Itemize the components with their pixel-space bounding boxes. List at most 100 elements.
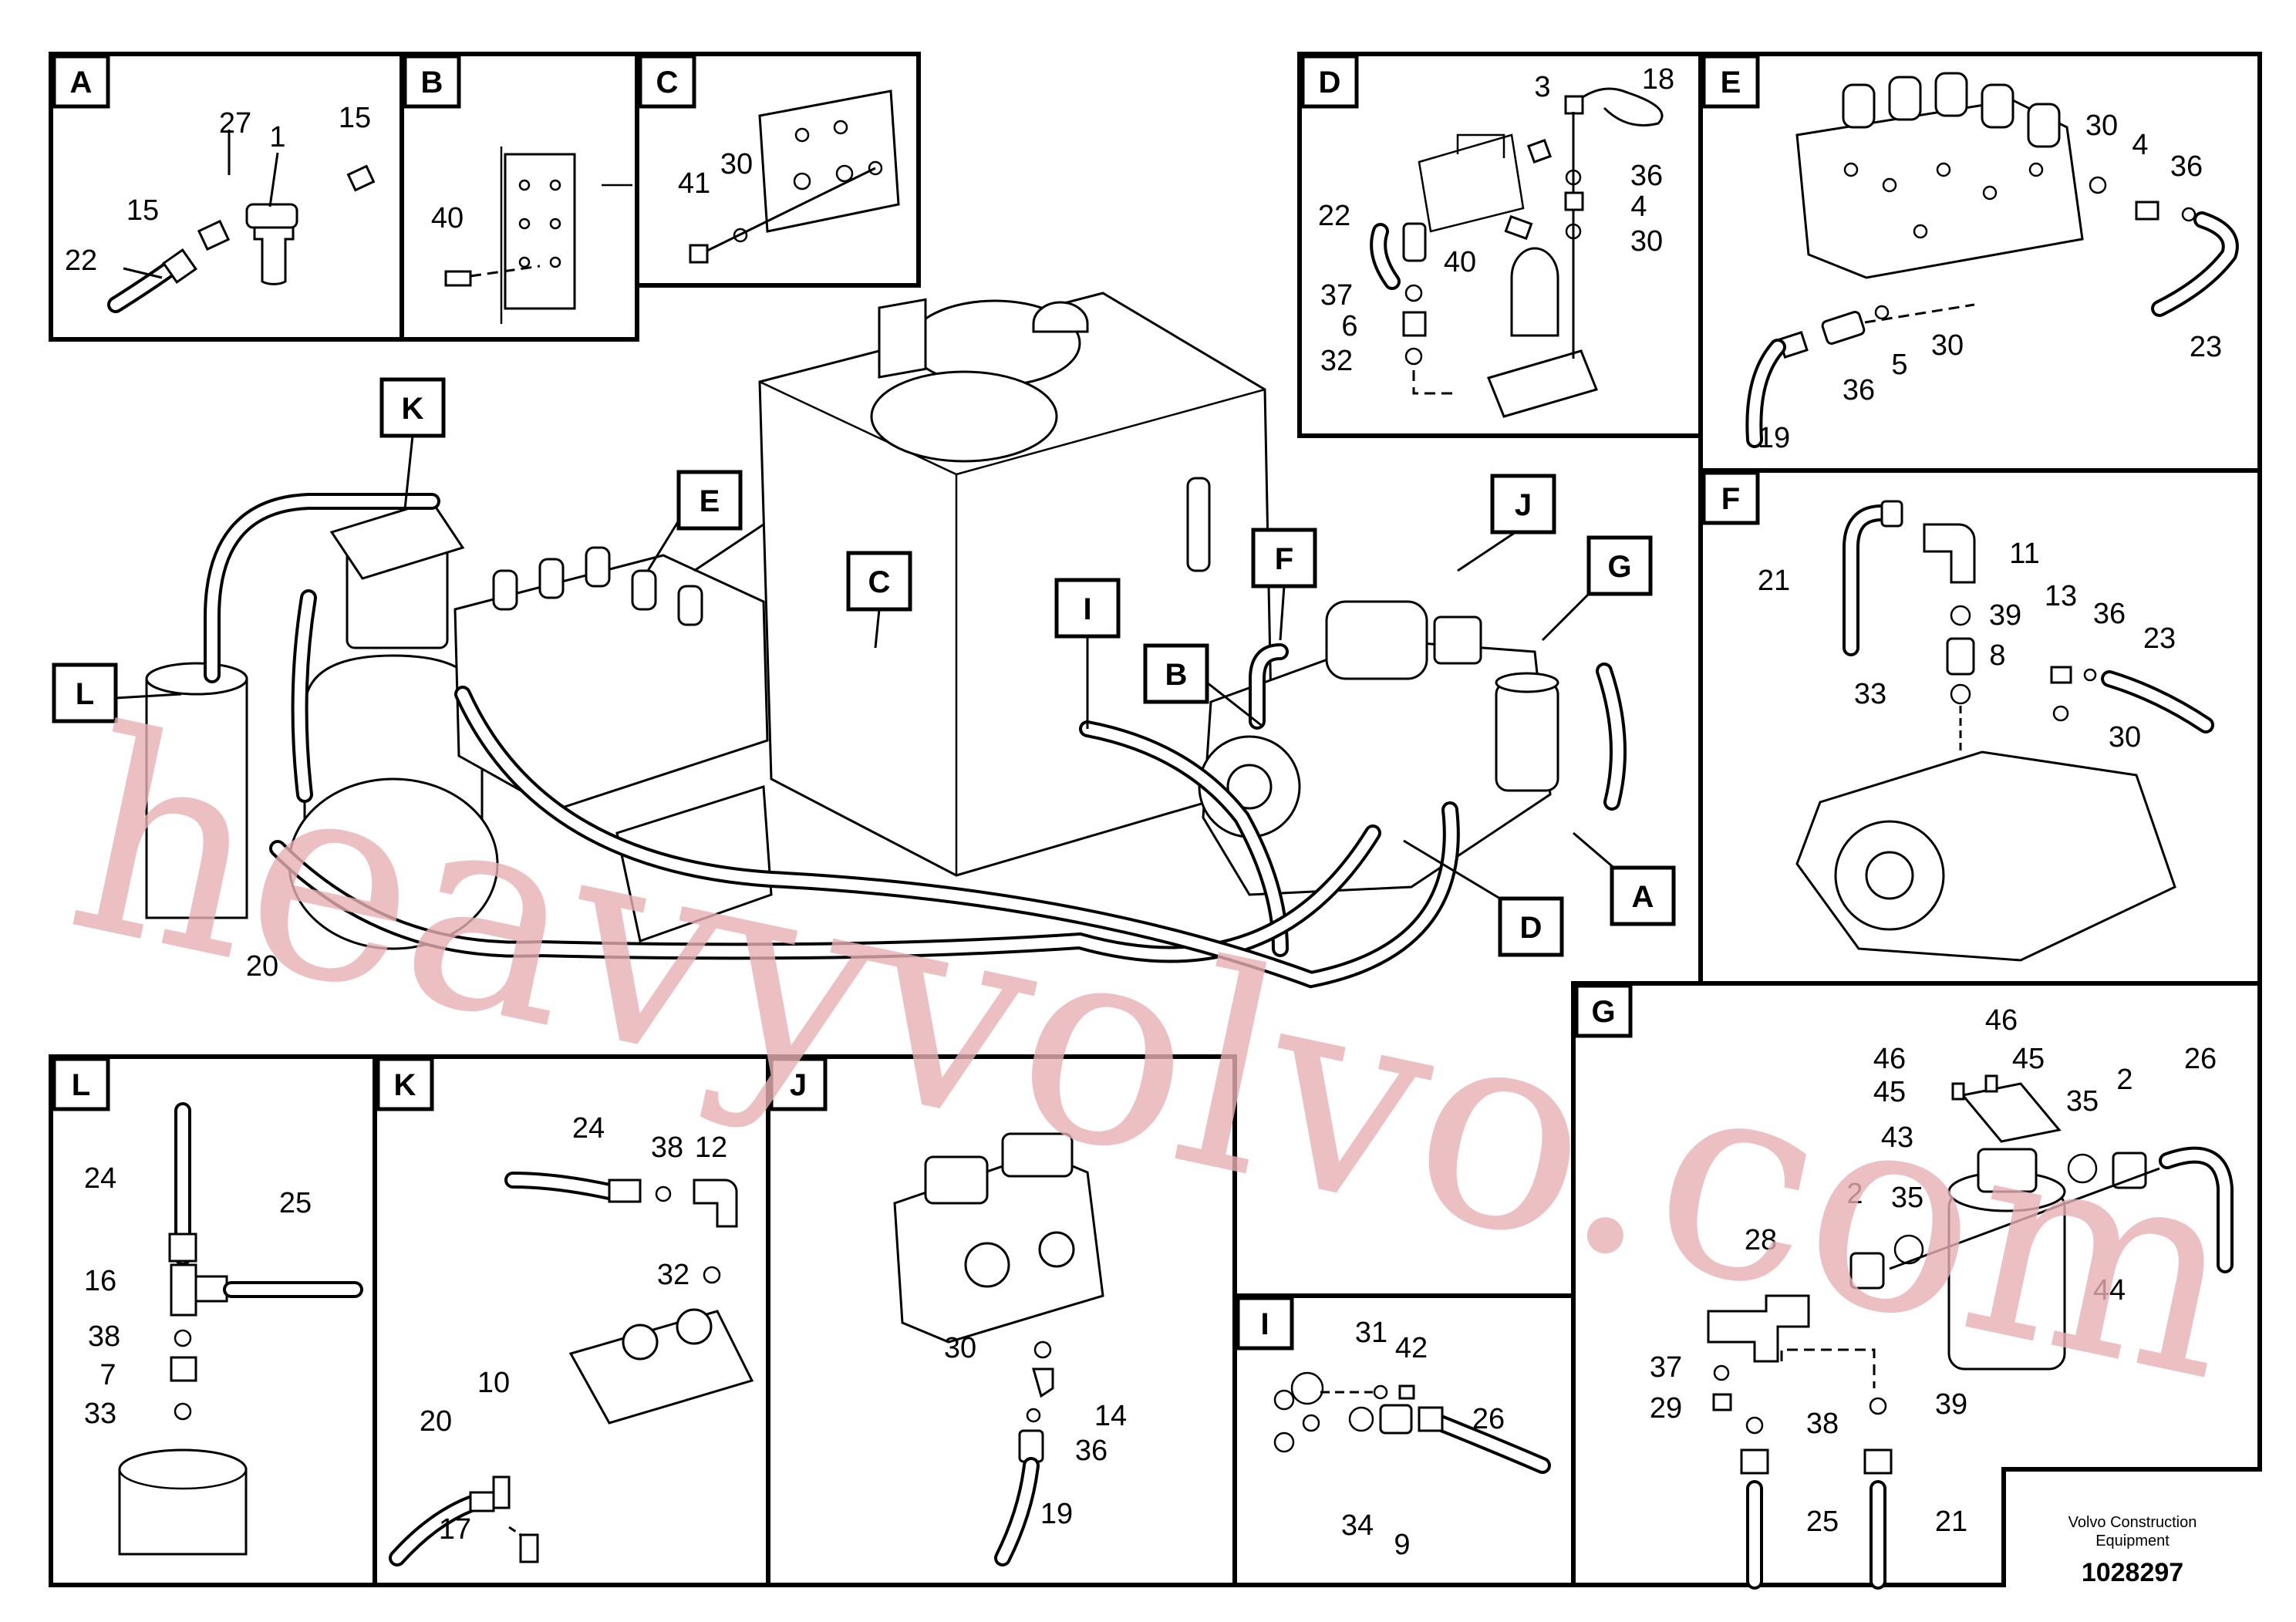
elbow-13	[2050, 666, 2072, 684]
company-line-1: Volvo Construction	[2068, 1514, 2197, 1531]
label-33-f: 33	[1854, 678, 1886, 710]
label-7: 7	[99, 1359, 116, 1391]
fitting-4-e	[2135, 201, 2159, 221]
oring-34	[1348, 1406, 1374, 1432]
label-12: 12	[695, 1131, 727, 1164]
label-11: 11	[2009, 538, 2039, 570]
callout-leaders	[115, 435, 1628, 900]
label-32-d: 32	[1320, 345, 1353, 377]
label-36-e: 36	[2170, 150, 2203, 183]
label-6: 6	[1341, 310, 1357, 342]
label-2-top: 2	[2116, 1064, 2132, 1096]
fitting-8-f	[1946, 637, 1975, 676]
svg-text:K: K	[394, 1068, 416, 1102]
panel-tags: A B C D E F G L K J I	[52, 54, 1760, 1351]
label-34: 34	[1341, 1509, 1374, 1542]
label-30-d: 30	[1630, 225, 1663, 258]
callout-i-main: I	[1054, 578, 1121, 639]
component-l	[118, 1448, 248, 1556]
detail-frames	[49, 52, 2262, 1587]
panel-tag-a: A	[52, 54, 110, 109]
hose-18	[1573, 87, 1664, 126]
label-14: 14	[1094, 1400, 1127, 1432]
panel-g-drawing	[1707, 1074, 2234, 1590]
label-30-j: 30	[944, 1332, 976, 1364]
label-40-d: 40	[1444, 246, 1476, 278]
callout-d-main: D	[1498, 896, 1564, 957]
elbow-14	[1032, 1367, 1054, 1398]
panel-c-drawing	[689, 89, 900, 264]
label-38-g: 38	[1806, 1408, 1839, 1440]
label-23-f: 23	[2143, 622, 2176, 655]
svg-text:G: G	[1607, 550, 1631, 584]
bolt-42	[1398, 1384, 1415, 1400]
panel-c-frame	[635, 52, 921, 288]
panel-i-frame	[1232, 1293, 1576, 1587]
elbow-11	[1923, 523, 1976, 584]
washer-30	[733, 228, 748, 243]
fitting-15b	[197, 219, 231, 251]
svg-text:G: G	[1591, 995, 1615, 1029]
label-2-left: 2	[1846, 1178, 1863, 1210]
label-35-left: 35	[1891, 1182, 1923, 1214]
label-16: 16	[84, 1265, 116, 1297]
label-41: 41	[678, 167, 710, 200]
label-38-k: 38	[651, 1131, 683, 1164]
label-36-d: 36	[1630, 160, 1663, 192]
panel-f-drawing	[1795, 500, 2214, 962]
svg-text:E: E	[1721, 66, 1741, 99]
callout-k-main: K	[379, 377, 446, 438]
label-38-l: 38	[88, 1320, 120, 1353]
label-4-e: 4	[2132, 129, 2148, 161]
panel-tag-i: I	[1236, 1296, 1294, 1351]
label-15-a2: 15	[126, 194, 159, 227]
panel-tag-k: K	[376, 1057, 434, 1111]
label-40-b: 40	[431, 202, 464, 234]
filter-body-1	[253, 222, 295, 285]
filter-head	[245, 203, 298, 229]
label-30-f: 30	[2109, 721, 2141, 754]
callout-l-main: L	[52, 663, 118, 723]
label-21-g: 21	[1935, 1506, 1967, 1538]
plug-29	[1712, 1393, 1732, 1411]
svg-text:J: J	[790, 1068, 807, 1102]
main-assembly	[145, 292, 1627, 989]
label-30-c: 30	[720, 148, 753, 180]
label-44: 44	[2093, 1274, 2126, 1307]
label-30-e2: 30	[1931, 329, 1964, 362]
svg-text:K: K	[402, 392, 424, 426]
label-13: 13	[2045, 580, 2077, 612]
label-39-f: 39	[1989, 599, 2021, 632]
panel-i-drawing	[1273, 1371, 1551, 1474]
panel-tag-e: E	[1701, 54, 1760, 109]
label-35-top: 35	[2066, 1085, 2099, 1118]
svg-text:E: E	[700, 484, 720, 518]
svg-text:D: D	[1319, 66, 1341, 99]
label-18: 18	[1642, 63, 1674, 96]
svg-text:B: B	[421, 66, 443, 99]
label-45: 45	[1873, 1076, 1906, 1108]
svg-text:J: J	[1515, 488, 1532, 522]
panel-l-drawing	[118, 1102, 363, 1556]
svg-text:D: D	[1520, 911, 1542, 945]
panel-d-drawing	[1370, 87, 1664, 418]
panel-tag-l: L	[52, 1057, 110, 1111]
label-23-e: 23	[2190, 331, 2222, 363]
label-26-g: 26	[2184, 1043, 2217, 1075]
company-line-2: Equipment	[2095, 1533, 2170, 1549]
plug-40	[444, 270, 472, 287]
label-20-k: 20	[420, 1405, 452, 1438]
svg-text:F: F	[1275, 542, 1293, 576]
panel-tag-j: J	[769, 1057, 828, 1111]
svg-text:A: A	[70, 66, 93, 99]
label-31: 31	[1355, 1317, 1387, 1349]
label-20-main: 20	[246, 950, 278, 983]
panel-tag-c: C	[638, 54, 696, 109]
plate-b	[504, 153, 576, 310]
label-15-a: 15	[339, 102, 371, 134]
svg-text:F: F	[1721, 482, 1740, 516]
label-29: 29	[1650, 1392, 1682, 1425]
panel-j-drawing	[893, 1132, 1104, 1566]
panel-tag-f: F	[1701, 470, 1760, 525]
